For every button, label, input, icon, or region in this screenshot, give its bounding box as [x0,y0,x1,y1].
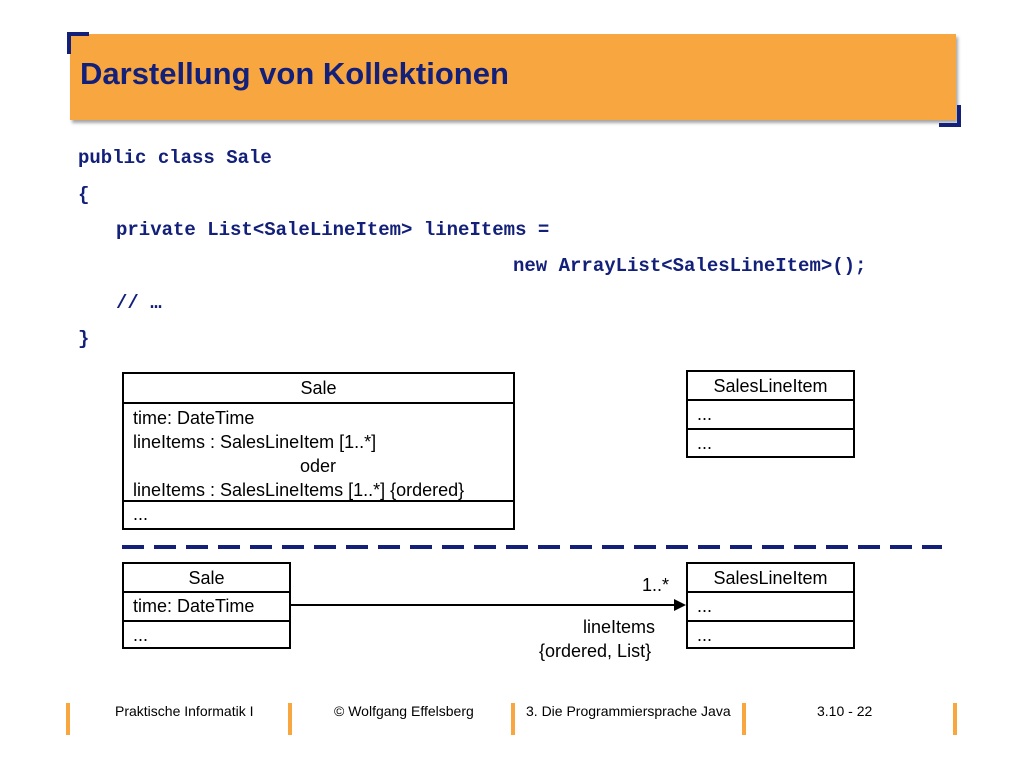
dashed-separator [122,545,942,549]
footer-chapter: 3. Die Programmiersprache Java [526,703,731,719]
uml-operations: ... [697,433,713,453]
code-line-open-brace: { [78,184,90,206]
footer-course: Praktische Informatik I [115,703,254,719]
code-line-comment: // … [116,292,162,314]
title-corner-bottom-right [939,105,961,127]
uml-class-name: SalesLineItem [688,564,853,593]
uml-attributes: ... [688,401,853,430]
footer-divider [953,703,957,735]
uml-attribute-separator: oder [300,456,337,476]
association-multiplicity: 1..* [642,575,670,595]
association-constraint: {ordered, List} [539,641,652,661]
uml-attributes: time: DateTime lineItems : SalesLineItem… [124,404,513,502]
uml-operations: ... [697,625,713,645]
footer-divider [511,703,515,735]
uml-operations: ... [133,504,149,524]
code-line-close-brace: } [78,328,90,350]
code-line-field: private List<SaleLineItem> lineItems = [116,219,550,241]
uml-class-sale-bottom: Sale time: DateTime ... [122,562,291,649]
uml-attribute: lineItems : SalesLineItems [1..*] {order… [133,480,465,500]
uml-attributes: ... [688,593,853,622]
association-role: lineItems [583,617,656,637]
footer-divider [742,703,746,735]
arrow-head-icon [674,599,686,611]
uml-class-sale-top: Sale time: DateTime lineItems : SalesLin… [122,372,515,530]
footer-page-number: 3.10 - 22 [817,703,873,719]
uml-class-name: SalesLineItem [688,372,853,401]
code-line-class: public class Sale [78,147,272,169]
title-corner-top-left [67,32,89,54]
uml-attribute: lineItems : SalesLineItem [1..*] [133,432,377,452]
footer-author: © Wolfgang Effelsberg [334,703,474,719]
uml-class-name: Sale [124,564,289,593]
uml-attribute: time: DateTime [133,408,255,428]
uml-attributes: time: DateTime [124,593,289,622]
code-line-new: new ArrayList<SalesLineItem>(); [513,255,867,277]
uml-class-saleslineitem-top: SalesLineItem ... ... [686,370,855,458]
footer-divider [66,703,70,735]
uml-class-name: Sale [124,374,513,404]
title-bar: Darstellung von Kollektionen [70,34,956,120]
uml-operations: ... [133,625,149,645]
slide-title: Darstellung von Kollektionen [80,56,509,91]
footer-divider [288,703,292,735]
uml-class-saleslineitem-bottom: SalesLineItem ... ... [686,562,855,649]
